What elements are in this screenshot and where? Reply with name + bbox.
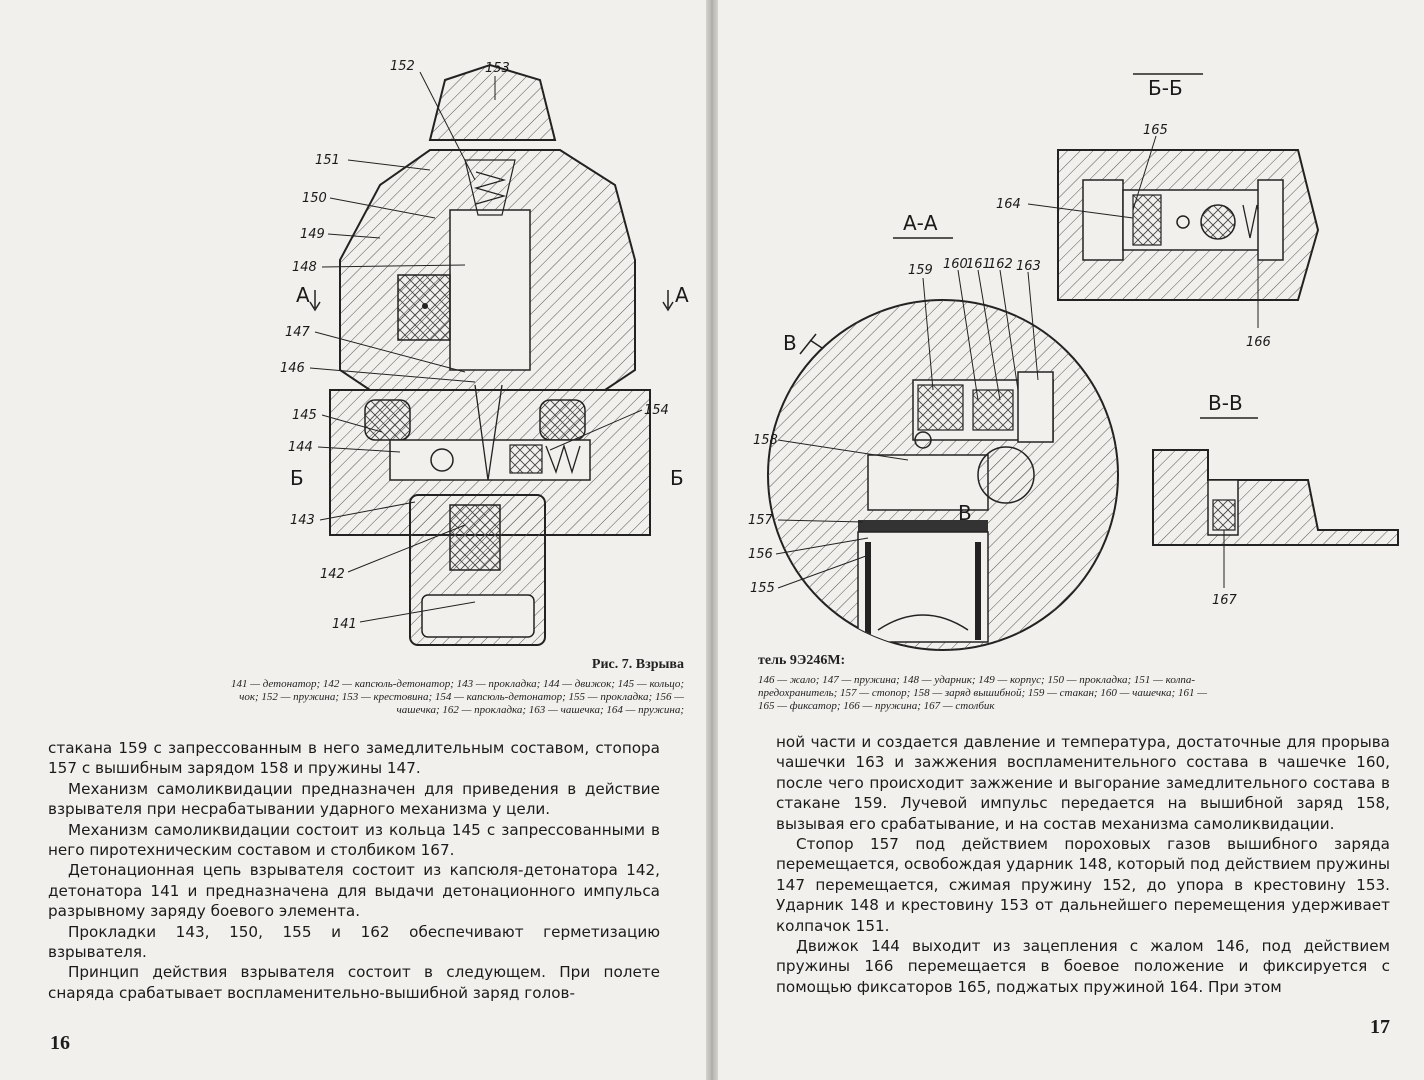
section-mark-a-left: А	[296, 283, 310, 307]
left-body-text: стакана 159 с запрессованным в него заме…	[48, 738, 660, 1003]
callout-164: 164	[996, 197, 1021, 212]
section-mark-v: В	[783, 331, 797, 355]
paragraph: Механизм самоликвидации предназначен для…	[48, 779, 660, 819]
callout-153: 153	[485, 61, 510, 76]
figure-caption-right: тель 9Э246М: 146 — жало; 147 — пружина; …	[758, 654, 1358, 713]
left-page: А А Б Б 152 153 151 150 149 148	[0, 0, 706, 1080]
callout-152: 152	[390, 59, 415, 74]
callout-165: 165	[1143, 123, 1168, 138]
callout-167: 167	[1212, 593, 1238, 608]
callout-151: 151	[315, 153, 340, 168]
right-page: Б-Б А-А В В	[718, 0, 1424, 1080]
callout-141: 141	[332, 617, 357, 632]
callout-148: 148	[292, 260, 317, 275]
callout-154: 154	[644, 403, 669, 418]
paragraph: Движок 144 выходит из зацепления с жалом…	[776, 937, 1390, 996]
callout-158: 158	[753, 433, 778, 448]
caption-line-2: чок; 152 — пружина; 153 — крестовина; 15…	[239, 691, 684, 703]
callout-145: 145	[292, 408, 317, 423]
callout-155: 155	[750, 581, 775, 596]
fuze-section-drawing: А А Б Б 152 153 151 150 149 148	[280, 59, 689, 646]
figure-title-left: Рис. 7. Взрыва	[591, 657, 684, 672]
callout-144: 144	[288, 440, 313, 455]
figure-caption-left: Рис. 7. Взрыва 141 — детонатор; 142 — ка…	[92, 658, 684, 717]
callout-149: 149	[300, 227, 325, 242]
fuze-detail-drawing: Б-Б А-А В В	[748, 73, 1399, 651]
callout-142: 142	[320, 567, 345, 582]
caption-line-3: 165 — фиксатор; 166 — пружина; 167 — сто…	[758, 700, 995, 712]
callout-161: 161	[966, 257, 991, 272]
section-mark-a-right: А	[675, 283, 689, 307]
paragraph: Механизм самоликвидации состоит из кольц…	[48, 820, 660, 860]
callout-157: 157	[748, 513, 774, 528]
caption-line-3: чашечка; 162 — прокладка; 163 — чашечка;…	[396, 704, 684, 716]
page-number-left: 16	[50, 1032, 70, 1054]
callout-163: 163	[1016, 259, 1041, 274]
section-mark-v2: В	[958, 501, 972, 525]
callout-159: 159	[908, 263, 933, 278]
callout-162: 162	[988, 257, 1013, 272]
page-number-right: 17	[1370, 1016, 1390, 1038]
section-title-vv: В-В	[1208, 391, 1243, 415]
callout-156: 156	[748, 547, 773, 562]
callout-146: 146	[280, 361, 305, 376]
paragraph: Принцип действия взрывателя состоит в сл…	[48, 963, 660, 1002]
caption-line-2: предохранитель; 157 — стопор; 158 — заря…	[758, 687, 1207, 699]
caption-line-1: 141 — детонатор; 142 — капсюль-детонатор…	[230, 678, 684, 690]
section-mark-b-right: Б	[670, 466, 684, 490]
figure-title-right: тель 9Э246М:	[758, 653, 846, 668]
paragraph: Прокладки 143, 150, 155 и 162 обеспечива…	[48, 922, 660, 962]
right-body-text: ной части и создается давление и темпера…	[776, 732, 1390, 997]
section-title-aa: А-А	[903, 211, 938, 235]
callout-143: 143	[290, 513, 315, 528]
paragraph: Детонационная цепь взрывателя состоит из…	[48, 861, 660, 921]
paragraph: ной части и создается давление и темпера…	[776, 733, 1390, 833]
callout-166: 166	[1246, 335, 1271, 350]
callout-147: 147	[285, 325, 311, 340]
caption-line-1: 146 — жало; 147 — пружина; 148 — ударник…	[758, 674, 1196, 686]
paragraph: стакана 159 с запрессованным в него заме…	[48, 739, 660, 778]
paragraph: Стопор 157 под действием пороховых газов…	[776, 835, 1390, 935]
callout-150: 150	[302, 191, 327, 206]
section-title-bb: Б-Б	[1148, 76, 1183, 100]
section-mark-b-left: Б	[290, 466, 304, 490]
callout-160: 160	[943, 257, 968, 272]
